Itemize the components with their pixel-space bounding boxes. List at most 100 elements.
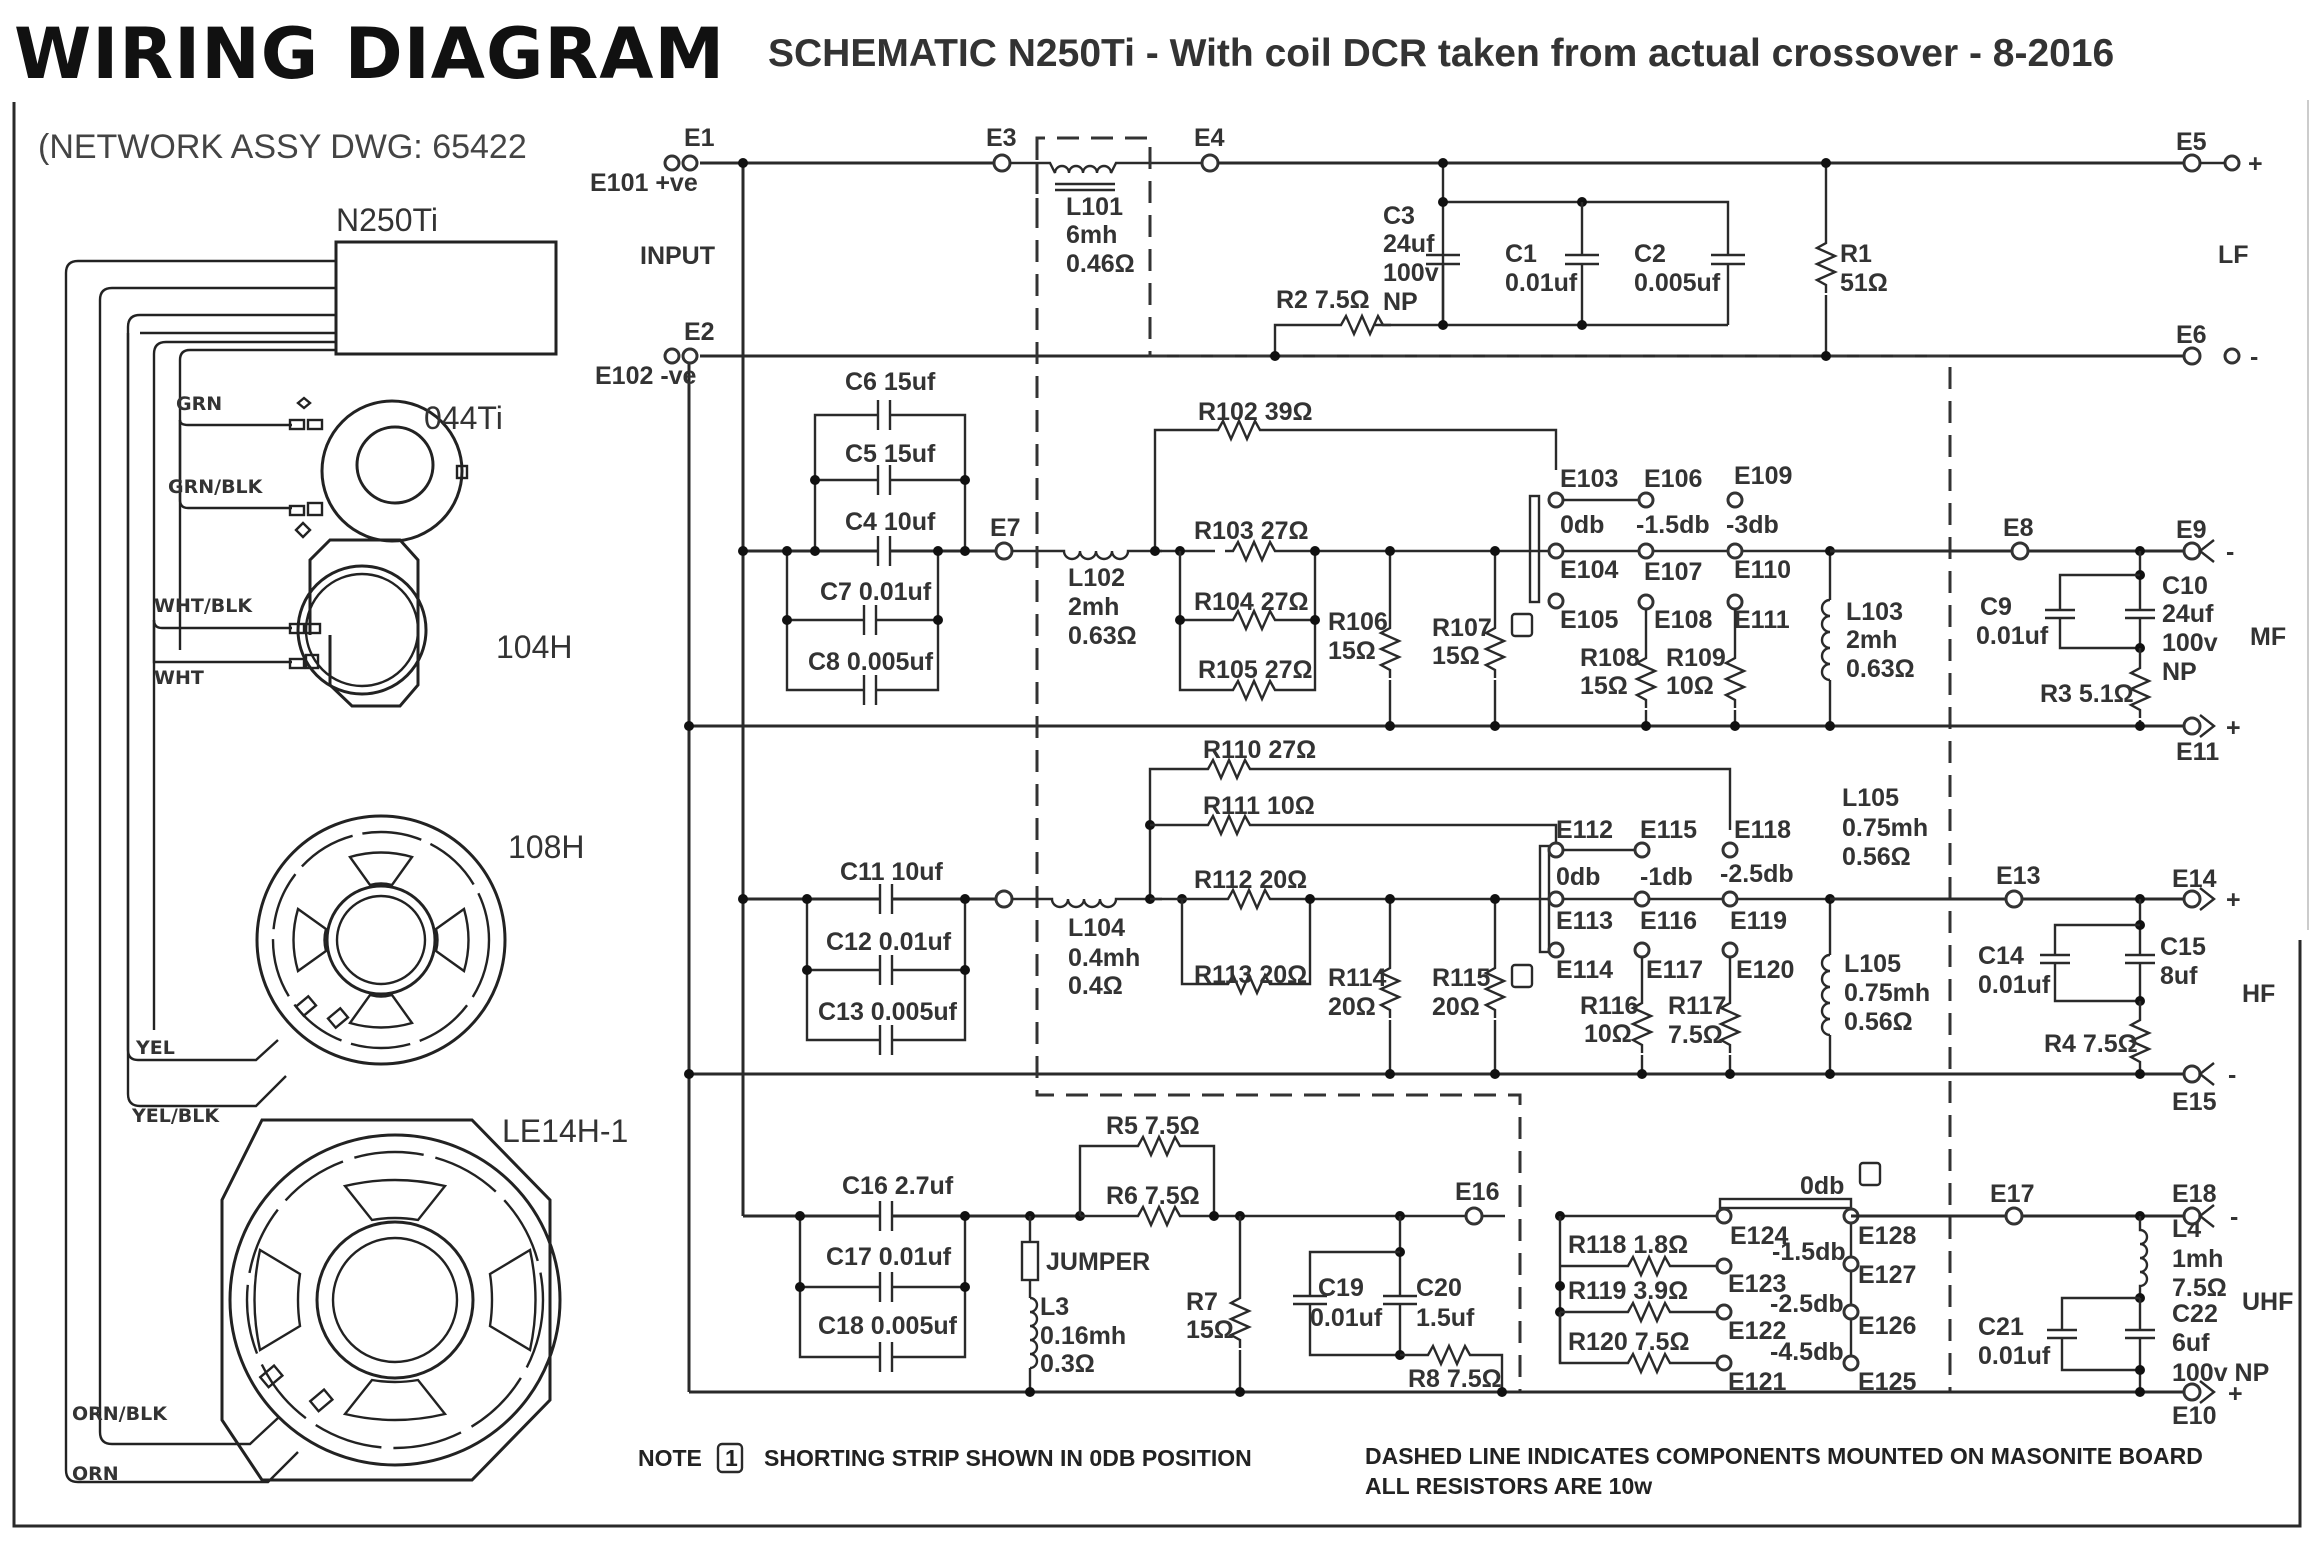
label-c1-value: 0.01uf (1505, 269, 1578, 297)
label-r107: R107 (1432, 614, 1492, 642)
terminal-e113[interactable] (1547, 890, 1565, 908)
label-r117: R117 (1668, 992, 1726, 1020)
label-l103: L103 (1846, 598, 1903, 626)
label-e113: E113 (1556, 907, 1613, 935)
level-uhf-minus2-5db: -2.5db (1770, 1290, 1844, 1318)
label-c15: C15 (2160, 933, 2206, 961)
terminal-e115[interactable] (1633, 841, 1651, 859)
label-r6: R6 7.5Ω (1106, 1182, 1200, 1210)
wire-label-yel: YEL (135, 1037, 175, 1059)
terminal-e114[interactable] (1547, 941, 1565, 959)
label-r109: R109 (1666, 644, 1726, 672)
terminal-e125[interactable] (1842, 1354, 1860, 1372)
terminal-e106[interactable] (1637, 491, 1655, 509)
label-e102: E102 -ve (595, 362, 697, 390)
label-e120: E120 (1736, 956, 1794, 984)
terminal-e7[interactable] (994, 541, 1014, 561)
terminal-e9[interactable] (2182, 541, 2202, 561)
label-e117: E117 (1646, 956, 1703, 984)
terminal-e102[interactable] (663, 347, 681, 365)
hf-cap-bank (802, 884, 970, 1055)
mf-level-switch[interactable] (1510, 491, 1830, 638)
level-hf-minus1db: -1db (1640, 863, 1693, 891)
terminal-e108[interactable] (1637, 593, 1655, 611)
label-e121: E121 (1728, 1368, 1786, 1396)
speaker-044ti (178, 396, 469, 543)
lf-plus: + (2248, 150, 2263, 178)
terminal-e11[interactable] (2182, 716, 2202, 736)
label-l103-value: 2mh (1846, 626, 1897, 654)
terminal-e4[interactable] (1200, 153, 1220, 173)
terminal-e127[interactable] (1842, 1255, 1860, 1273)
label-e106: E106 (1644, 465, 1702, 493)
wire-label-yel-blk: YEL/BLK (131, 1105, 220, 1127)
terminal-e6[interactable] (2182, 346, 2202, 366)
terminal-e123[interactable] (1715, 1257, 1733, 1275)
label-l4-value: 1mh (2172, 1245, 2223, 1273)
terminal-e103[interactable] (1547, 491, 1565, 509)
label-e124: E124 (1730, 1222, 1788, 1250)
wire-label-grn: GRN (176, 393, 222, 415)
uhf-shorting-strip[interactable] (1718, 1197, 1853, 1210)
terminal-e122[interactable] (1715, 1303, 1733, 1321)
terminal-e116[interactable] (1633, 890, 1651, 908)
label-c10-volt: 100v (2162, 629, 2218, 657)
terminal-e118[interactable] (1721, 841, 1739, 859)
terminal-e10[interactable] (2182, 1382, 2202, 1402)
terminal-e120[interactable] (1721, 941, 1739, 959)
terminal-e112[interactable] (1547, 841, 1565, 859)
section-label-uhf: UHF (2242, 1288, 2293, 1316)
label-c7: C7 0.01uf (820, 578, 932, 606)
terminal-e15[interactable] (2182, 1064, 2202, 1084)
terminal-e2[interactable] (681, 347, 699, 365)
label-r119: R119 3.9Ω (1568, 1277, 1688, 1305)
label-e6: E6 (2176, 321, 2207, 349)
label-r106-value: 15Ω (1328, 637, 1376, 665)
hf-level-switch[interactable] (1510, 841, 1830, 989)
label-c10: C10 (2162, 572, 2208, 600)
terminal-e1[interactable] (681, 154, 699, 172)
terminal-e13[interactable] (2004, 889, 2024, 909)
label-r5: R5 7.5Ω (1106, 1112, 1200, 1140)
terminal-e119[interactable] (1721, 890, 1739, 908)
note-shorting-strip: SHORTING STRIP SHOWN IN 0DB POSITION (764, 1445, 1252, 1471)
terminal-e18[interactable] (2182, 1206, 2202, 1226)
terminal-e126[interactable] (1842, 1303, 1860, 1321)
wire-label-orn-blk: ORN/BLK (72, 1403, 168, 1425)
inductor-l104 (1012, 897, 1162, 909)
label-e125: E125 (1858, 1368, 1916, 1396)
label-e107: E107 (1644, 558, 1702, 586)
mf-resistor-network (1150, 419, 1558, 731)
label-r105: R105 27Ω (1198, 656, 1313, 684)
inductor-l103 (1820, 546, 1835, 731)
terminal-e105[interactable] (1547, 592, 1565, 610)
terminal-e124[interactable] (1715, 1207, 1733, 1225)
label-l101-value: 6mh (1066, 221, 1117, 249)
label-c10-np: NP (2162, 658, 2197, 686)
terminal-e107[interactable] (1637, 542, 1655, 560)
terminal-lf-pos[interactable] (2223, 154, 2241, 172)
terminal-e16[interactable] (1464, 1206, 1484, 1226)
label-e16: E16 (1455, 1178, 1499, 1206)
terminal-e117[interactable] (1633, 941, 1651, 959)
terminal-e8[interactable] (2010, 541, 2030, 561)
terminal-e5[interactable] (2182, 153, 2202, 173)
terminal-e3[interactable] (992, 153, 1012, 173)
mf-shorting-strip[interactable] (1528, 494, 1541, 604)
terminal-e121[interactable] (1715, 1354, 1733, 1372)
schematic-title: SCHEMATIC N250Ti - With coil DCR taken f… (768, 32, 2114, 75)
label-e104: E104 (1560, 556, 1618, 584)
label-r108: R108 (1580, 644, 1640, 672)
terminal-e17[interactable] (2004, 1206, 2024, 1226)
terminal-e110[interactable] (1726, 542, 1744, 560)
terminal-hf-in[interactable] (994, 889, 1014, 909)
terminal-e101[interactable] (663, 154, 681, 172)
jumper-link[interactable] (1020, 1240, 1040, 1282)
label-e119: E119 (1730, 907, 1787, 935)
label-l4-dcr: 7.5Ω (2172, 1274, 2227, 1302)
label-l105-top: L105 (1842, 784, 1899, 812)
resistor-r1 (1815, 233, 1837, 295)
terminal-e109[interactable] (1726, 491, 1744, 509)
terminal-lf-neg[interactable] (2223, 347, 2241, 365)
terminal-e14[interactable] (2182, 889, 2202, 909)
